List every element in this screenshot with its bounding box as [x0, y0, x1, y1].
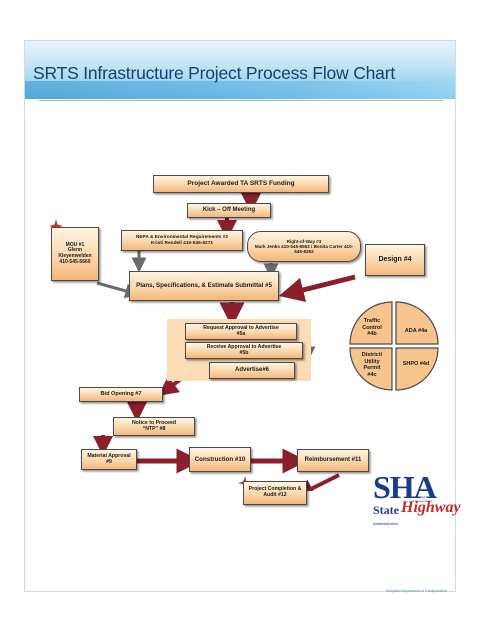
logo-admin-text: Administration	[373, 521, 399, 526]
pie-quadrant-district	[349, 347, 393, 391]
title-banner: SRTS Infrastructure Project Process Flow…	[25, 41, 455, 99]
logo-state-text: State	[373, 503, 399, 517]
footer-note: Maryland Department of Transportation	[386, 589, 447, 593]
node-kickoff-meeting: Kick – Off Meeting	[187, 203, 271, 218]
process-flow-chart: Project Awarded TA SRTS Funding Kick – O…	[39, 103, 445, 505]
node-notice-to-proceed: Notice to Proceed“NTP” #8	[113, 417, 195, 436]
slide-title: SRTS Infrastructure Project Process Flow…	[33, 63, 395, 83]
node-project-awarded: Project Awarded TA SRTS Funding	[153, 175, 329, 193]
pie-label-ada: ADA #4a	[404, 328, 428, 334]
star-icon	[49, 219, 63, 233]
slide: SRTS Infrastructure Project Process Flow…	[24, 40, 461, 593]
pie-quadrant-traffic	[349, 301, 393, 345]
node-pse-submittal: Plans, Specifications, & Estimate Submit…	[129, 271, 279, 301]
arrow-reimbursement-to-completion	[294, 473, 340, 491]
node-project-completion: Project Completion &Audit #12	[243, 481, 307, 505]
design-subtasks-pie	[349, 301, 439, 391]
node-bid-opening: Bid Opening #7	[79, 387, 163, 402]
pie-quadrant-ada	[395, 301, 439, 345]
title-rule	[39, 100, 443, 101]
arrow-mou-to-pse	[96, 281, 141, 299]
banner-swoosh	[25, 81, 455, 99]
node-receive-approval: Receive Approval to Advertise#5b	[185, 342, 303, 359]
node-design: Design #4	[365, 244, 425, 276]
node-reimbursement: Reimbursement #11	[297, 449, 369, 472]
node-construction: Construction #10	[189, 447, 251, 472]
connector-layer	[49, 193, 439, 491]
logo-subtitle: Maryland Dept of Transportation	[413, 495, 436, 503]
node-request-approval: Request Approval to Advertise#5a	[185, 323, 297, 340]
node-material-approval: Material Approval#9	[81, 449, 137, 470]
arrow-design-to-pse	[278, 274, 356, 303]
logo-sha-text: SHA	[373, 469, 437, 505]
logo-highway-text: Highway	[401, 499, 461, 516]
sha-logo: SHA Maryland Dept of Transportation Stat…	[373, 469, 461, 533]
node-advertise: Advertise#6	[209, 362, 295, 379]
pie-quadrant-shpo	[395, 347, 439, 391]
pie-label-shpo: SHPO #4d	[402, 361, 430, 367]
